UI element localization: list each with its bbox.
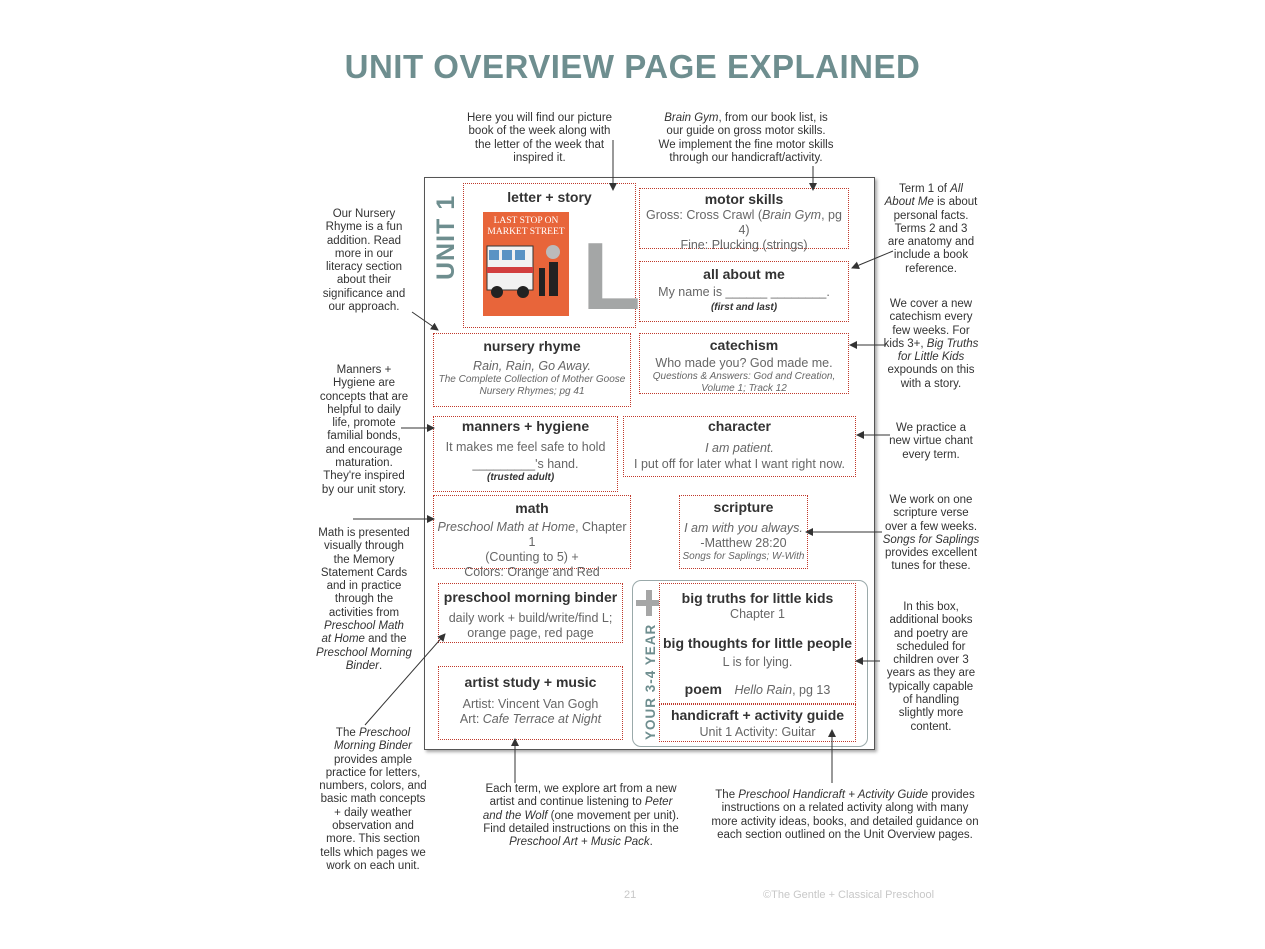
copyright: ©The Gentle + Classical Preschool: [763, 889, 935, 901]
art-music-heading: artist study + music: [464, 674, 597, 690]
big-truths-heading: big truths for little kids: [681, 590, 834, 606]
letter-story-heading: letter + story: [507, 189, 592, 205]
page-title: UNIT OVERVIEW PAGE EXPLAINED: [344, 48, 921, 85]
note-handicraft: The Preschool Handicraft + Activity Guid…: [711, 789, 979, 841]
scripture-verse: I am with you always.: [684, 521, 803, 535]
letter-of-week: L: [582, 223, 641, 330]
note-all-about-me: Term 1 of All About Me is about personal…: [884, 183, 978, 275]
math-box: math Preschool Math at Home, Chapter 1 (…: [433, 495, 631, 579]
book-title: LAST STOP ON MARKET STREET: [487, 216, 565, 237]
nursery-rhyme-heading: nursery rhyme: [483, 338, 581, 354]
nursery-rhyme-title: Rain, Rain, Go Away.: [473, 359, 591, 373]
character-definition: I put off for later what I want right no…: [634, 457, 845, 471]
poem-line: poem Hello Rain, pg 13: [684, 681, 831, 697]
motor-skills-fine: Fine: Plucking (strings): [680, 238, 808, 252]
handicraft-box: handicraft + activity guide Unit 1 Activ…: [659, 704, 856, 742]
arrow-nursery: [411, 311, 439, 331]
year-3-4-section: [632, 580, 868, 747]
catechism-question: Who made you? God made me.: [655, 356, 833, 370]
picture-book-cover: LAST STOP ON MARKET STREET: [483, 212, 569, 316]
note-art: Each term, we explore art from a new art…: [482, 783, 680, 849]
math-colors: Colors: Orange and Red: [464, 565, 600, 579]
character-box: character I am patient. I put off for la…: [623, 416, 856, 477]
math-counting: (Counting to 5) +: [485, 550, 579, 564]
manners-box: manners + hygiene It makes me feel safe …: [433, 416, 618, 492]
art-artist: Artist: Vincent Van Gogh: [462, 697, 599, 711]
manners-line2: _________'s hand.: [472, 457, 579, 471]
all-about-me-heading: all about me: [703, 266, 785, 282]
big-thoughts-line: L is for lying.: [722, 655, 793, 669]
binder-line2: orange page, red page: [467, 626, 594, 640]
note-binder: The Preschool Morning Binder provides am…: [319, 727, 427, 872]
catechism-track: Volume 1; Track 12: [701, 383, 787, 394]
handicraft-heading: handicraft + activity guide: [670, 707, 845, 723]
note-brain-gym: Brain Gym, from our book list, is our gu…: [658, 112, 834, 164]
nursery-rhyme-box: nursery rhyme Rain, Rain, Go Away. The C…: [433, 333, 631, 407]
scripture-heading: scripture: [713, 499, 774, 515]
catechism-heading: catechism: [709, 337, 779, 353]
manners-heading: manners + hygiene: [461, 418, 590, 434]
character-heading: character: [707, 418, 772, 434]
handicraft-activity: Unit 1 Activity: Guitar: [699, 725, 816, 739]
art-music-box: artist study + music Artist: Vincent Van…: [438, 666, 623, 740]
math-book: Preschool Math at Home, Chapter 1: [437, 520, 627, 549]
manners-hint: (trusted adult): [487, 472, 555, 483]
motor-skills-heading: motor skills: [704, 191, 784, 207]
motor-skills-box: motor skills Gross: Cross Crawl (Brain G…: [639, 188, 849, 252]
all-about-me-box: all about me My name is ______ ________.…: [639, 261, 849, 322]
book-illustration: [483, 245, 569, 316]
big-thoughts-heading: big thoughts for little people: [663, 635, 852, 651]
arrow-all-about-me: [851, 250, 894, 270]
binder-box: preschool morning binder daily work + bu…: [438, 583, 623, 643]
catechism-source: Questions & Answers: God and Creation,: [652, 371, 836, 382]
math-heading: math: [515, 500, 549, 516]
nursery-rhyme-page: Nursery Rhymes; pg 41: [479, 386, 585, 397]
year-content-box: big truths for little kids Chapter 1 big…: [659, 583, 856, 704]
scripture-song: Songs for Saplings; W-With: [682, 551, 805, 562]
binder-line1: daily work + build/write/find L;: [448, 611, 613, 625]
binder-heading: preschool morning binder: [443, 589, 618, 605]
motor-skills-gross: Gross: Cross Crawl (Brain Gym, pg 4): [646, 208, 842, 237]
plus-icon: [636, 590, 662, 616]
art-painting: Art: Cafe Terrace at Night: [459, 712, 602, 726]
arrow-binder: [364, 633, 446, 726]
manners-line1: It makes me feel safe to hold: [445, 440, 606, 454]
character-chant: I am patient.: [705, 441, 774, 455]
big-truths-chapter: Chapter 1: [730, 607, 785, 621]
all-about-me-hint: (first and last): [710, 302, 778, 313]
catechism-box: catechism Who made you? God made me. Que…: [639, 333, 849, 394]
nursery-rhyme-source: The Complete Collection of Mother Goose: [438, 374, 626, 385]
all-about-me-line: My name is ______ ________.: [658, 285, 830, 299]
scripture-reference: -Matthew 28:20: [700, 536, 787, 550]
page-number: 21: [624, 889, 637, 901]
